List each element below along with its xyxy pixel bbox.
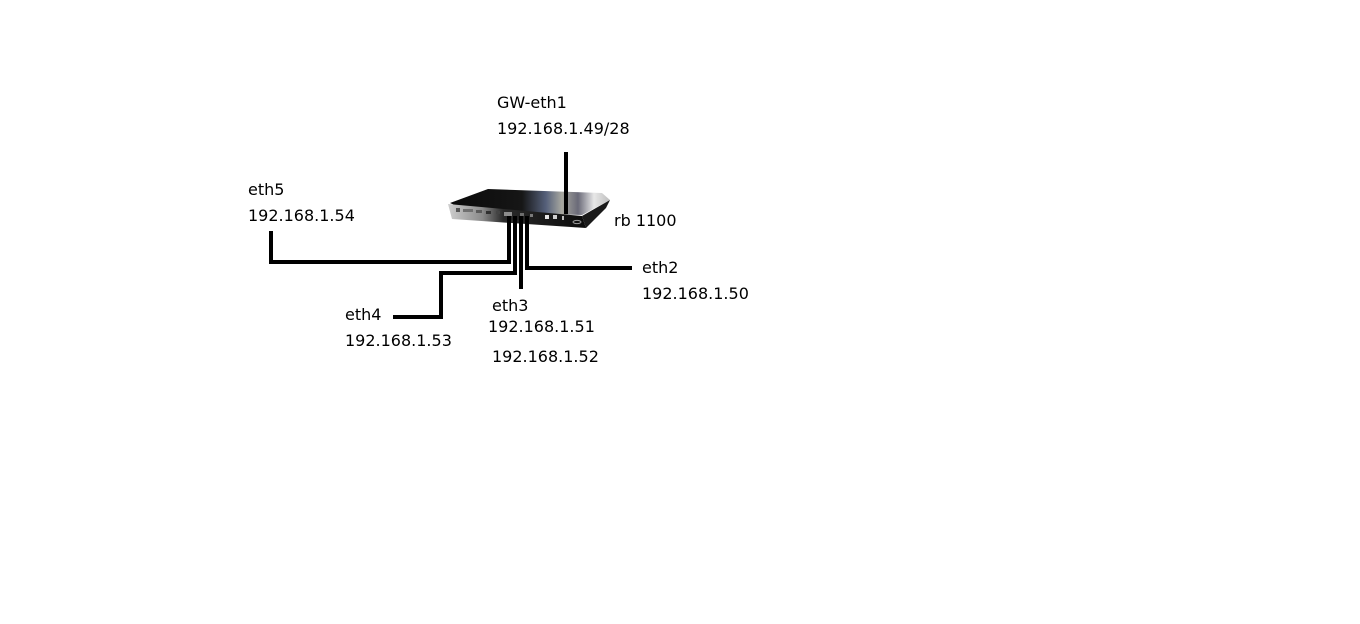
eth4-ip-label: 192.168.1.53 — [345, 331, 452, 350]
wire-eth5 — [269, 216, 511, 264]
eth4-name-label: eth4 — [345, 305, 382, 324]
device-name-label: rb 1100 — [614, 211, 677, 230]
eth3-name-label: eth3 — [492, 296, 529, 315]
wire-eth2 — [525, 216, 632, 270]
eth5-ip-label: 192.168.1.54 — [248, 206, 355, 225]
eth3-ip-label: 192.168.1.51 — [488, 317, 595, 336]
eth3-ip-extra-label: 192.168.1.52 — [492, 347, 599, 366]
eth5-name-label: eth5 — [248, 180, 285, 199]
gw-eth1-ip-label: 192.168.1.49/28 — [497, 119, 630, 138]
wire-eth4 — [393, 216, 517, 319]
eth2-ip-label: 192.168.1.50 — [642, 284, 749, 303]
gw-eth1-name-label: GW-eth1 — [497, 93, 567, 112]
eth2-name-label: eth2 — [642, 258, 679, 277]
